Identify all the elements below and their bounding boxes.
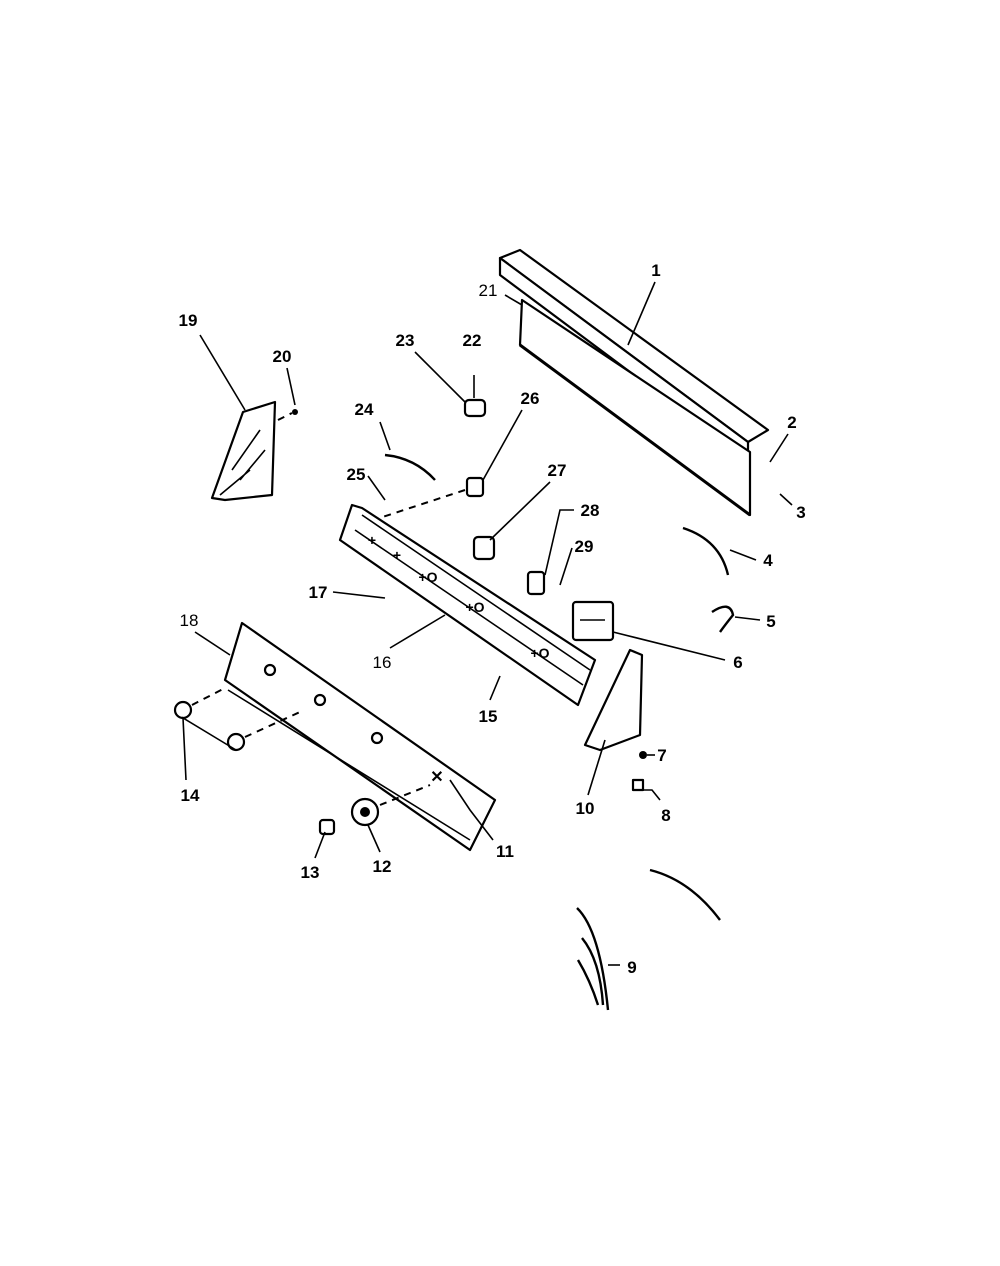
label-28: 28 — [581, 501, 600, 520]
part-9-harness — [576, 907, 610, 1011]
label-23: 23 — [396, 331, 415, 350]
part-4-wire — [682, 526, 730, 576]
part-23-switch — [463, 375, 487, 418]
part-28-switch — [526, 570, 546, 596]
leader-lines — [182, 281, 793, 966]
wiring-harness — [649, 868, 721, 921]
part-10-side-trim — [583, 648, 644, 752]
label-5: 5 — [766, 612, 775, 631]
svg-text:✕: ✕ — [430, 769, 443, 786]
part-19-left-bracket — [210, 400, 277, 502]
part-21-back-panel — [518, 298, 752, 517]
label-27: 27 — [548, 461, 567, 480]
label-11: 11 — [496, 842, 514, 861]
part-14-knob — [226, 732, 246, 752]
label-19: 19 — [179, 311, 198, 330]
part-5-wire — [711, 605, 735, 633]
part-8-clip — [631, 778, 645, 792]
part-20-screw — [292, 409, 298, 415]
label-6: 6 — [733, 653, 742, 672]
label-12: 12 — [373, 857, 392, 876]
label-2: 2 — [787, 413, 796, 432]
label-17: 17 — [309, 583, 328, 602]
svg-text:+O: +O — [465, 599, 484, 615]
part-27-switch — [472, 535, 496, 561]
label-13: 13 — [301, 863, 320, 882]
label-20: 20 — [273, 347, 292, 366]
label-9: 9 — [627, 958, 636, 977]
part-16-control-console: + + +O +O +O — [338, 503, 597, 707]
label-16: 16 — [373, 653, 392, 672]
part-18-front-panel: ✕ — [223, 621, 497, 852]
label-15: 15 — [479, 707, 498, 726]
svg-text:+: + — [368, 532, 376, 548]
svg-text:+O: +O — [418, 569, 437, 585]
svg-text:+O: +O — [530, 645, 549, 661]
label-8: 8 — [661, 806, 670, 825]
label-18: 18 — [180, 611, 199, 630]
label-4: 4 — [763, 551, 773, 570]
part-6-timer — [571, 600, 615, 642]
part-7-screw — [639, 751, 647, 759]
label-14: 14 — [181, 786, 200, 805]
part-24-wire — [384, 453, 436, 481]
part-14-knob — [173, 700, 193, 720]
svg-text:+: + — [393, 547, 401, 563]
label-22: 22 — [463, 331, 482, 350]
part-13-knob-insert — [318, 818, 336, 836]
label-26: 26 — [521, 389, 540, 408]
label-7: 7 — [657, 746, 666, 765]
label-24: 24 — [355, 400, 374, 419]
label-25: 25 — [347, 465, 366, 484]
part-26-switch — [465, 476, 485, 498]
label-10: 10 — [576, 799, 595, 818]
label-1: 1 — [651, 261, 660, 280]
label-29: 29 — [575, 537, 594, 556]
label-3: 3 — [796, 503, 805, 522]
label-21: 21 — [479, 281, 498, 300]
